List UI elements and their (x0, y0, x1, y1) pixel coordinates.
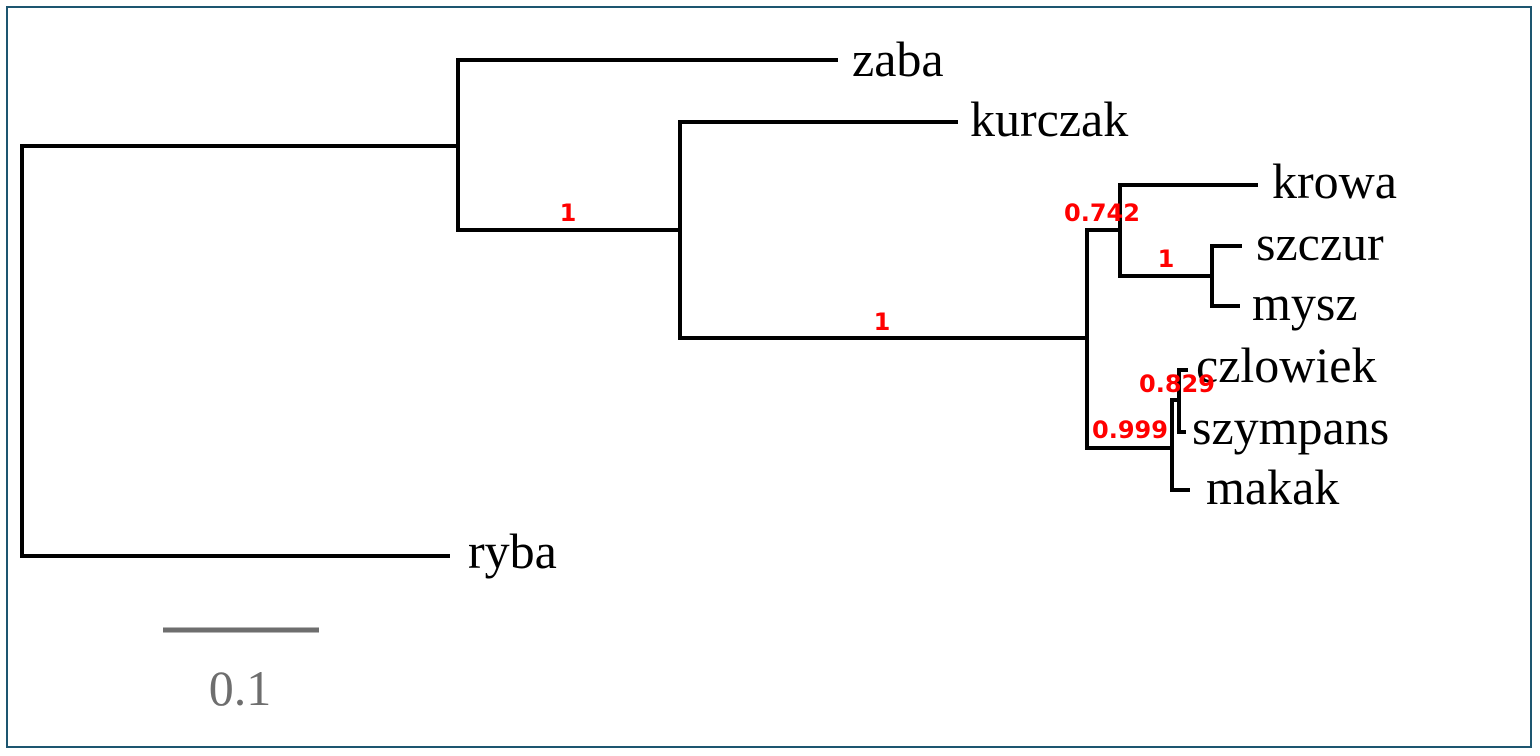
leaf-label-krowa: krowa (1272, 153, 1397, 209)
support-value-rodents: 1 (1158, 245, 1175, 273)
scale-bar: 0.1 (163, 627, 319, 716)
support-value-primates: 0.999 (1092, 416, 1168, 444)
leaf-label-kurczak: kurczak (970, 91, 1128, 147)
leaf-label-mysz: mysz (1252, 275, 1358, 331)
leaf-label-makak: makak (1206, 459, 1339, 515)
support-value-human-chimp: 0.829 (1139, 370, 1215, 398)
leaf-labels: zaba kurczak krowa szczur mysz czlowiek … (468, 31, 1397, 579)
support-value-mammalia: 1 (874, 308, 891, 336)
leaf-label-zaba: zaba (852, 31, 944, 87)
scale-bar-label: 0.1 (209, 660, 272, 716)
tree-frame (6, 6, 1532, 748)
leaf-label-szympans: szympans (1192, 399, 1389, 455)
tree-branches (20, 58, 1258, 558)
leaf-label-czlowiek: czlowiek (1196, 337, 1376, 393)
leaf-label-ryba: ryba (468, 523, 557, 579)
support-values: 1 1 0.742 1 0.999 0.829 (560, 199, 1215, 444)
support-value-amniota-amphibia: 1 (560, 199, 577, 227)
support-value-mammal-split: 0.742 (1064, 199, 1140, 227)
leaf-label-szczur: szczur (1256, 215, 1384, 271)
